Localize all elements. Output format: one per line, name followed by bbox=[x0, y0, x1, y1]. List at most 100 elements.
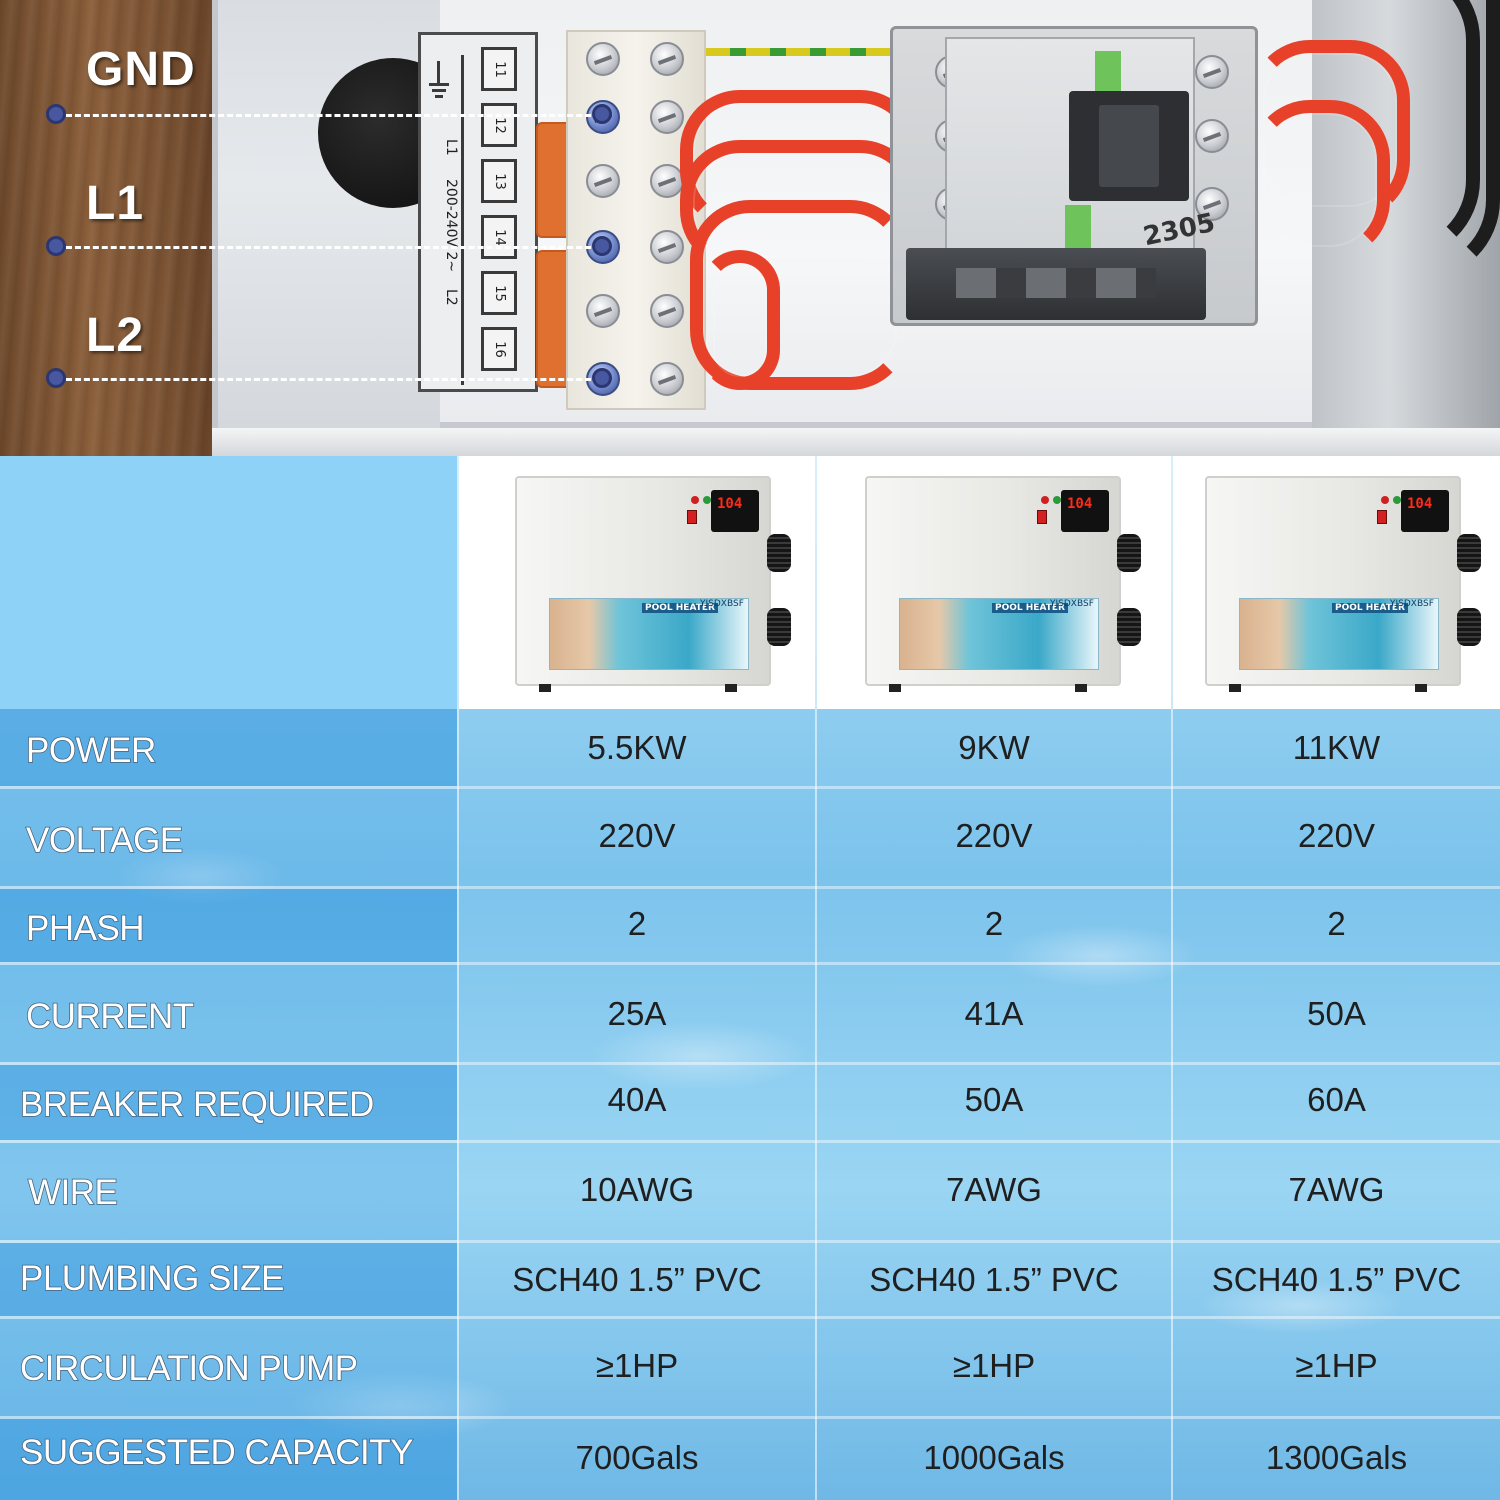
row-separator bbox=[0, 886, 1500, 889]
spec-row-voltage: VOLTAGE 220V 220V 220V bbox=[0, 789, 1500, 886]
spec-value: 50A bbox=[964, 1081, 1024, 1118]
spec-value: 1000Gals bbox=[923, 1439, 1065, 1476]
spec-value: 41A bbox=[964, 995, 1024, 1032]
terminal-screw bbox=[586, 164, 620, 198]
wiring-photo: 11 12 13 14 15 16 L1 200-240V 2~ L2 bbox=[0, 0, 1500, 456]
spec-value: 9KW bbox=[958, 729, 1030, 766]
gnd-label: GND bbox=[86, 43, 196, 96]
heater-label-title: POOL HEATER bbox=[1332, 603, 1408, 613]
spec-value: 10AWG bbox=[579, 1171, 695, 1208]
l2-pin-dot bbox=[46, 368, 66, 388]
heater-label-title: POOL HEATER bbox=[642, 603, 718, 613]
row-label-bg bbox=[0, 889, 457, 962]
spec-value: 7AWG bbox=[946, 1171, 1042, 1208]
spec-row-capacity: SUGGESTED CAPACITY 700Gals 1000Gals 1300… bbox=[0, 1419, 1500, 1500]
row-separator bbox=[0, 1140, 1500, 1143]
spec-label: CIRCULATION PUMP bbox=[19, 1348, 358, 1389]
spec-value: ≥1HP bbox=[952, 1347, 1036, 1384]
contactor-face: 2305 bbox=[945, 37, 1218, 267]
pool-heater-image: POOL HEATER YJSDXBSF bbox=[865, 476, 1155, 696]
enclosure-lip bbox=[212, 428, 1500, 456]
spec-value: ≥1HP bbox=[1295, 1347, 1378, 1384]
gnd-leader-line bbox=[66, 114, 600, 117]
pool-heater-image: POOL HEATER YJSDXBSF bbox=[1205, 476, 1495, 696]
spec-value: 7AWG bbox=[1288, 1171, 1385, 1208]
spec-label: PHASH bbox=[25, 908, 145, 949]
contactor-screw bbox=[1195, 187, 1229, 221]
spec-value: 220V bbox=[598, 817, 676, 854]
row-separator bbox=[0, 962, 1500, 965]
row-label-bg bbox=[0, 789, 457, 886]
spec-value: 700Gals bbox=[575, 1439, 699, 1476]
contactor-number: 2305 bbox=[1140, 207, 1218, 253]
spec-value: 1300Gals bbox=[1265, 1439, 1408, 1476]
spec-value: 2 bbox=[627, 905, 647, 942]
row-separator bbox=[0, 786, 1500, 789]
plate-box-label: 12 bbox=[491, 116, 507, 134]
terminal-screw bbox=[650, 100, 684, 134]
row-label-bg bbox=[0, 1319, 457, 1416]
plate-voltage-label: 200-240V 2~ bbox=[443, 179, 459, 273]
spec-row-current: CURRENT 25A 41A 50A bbox=[0, 965, 1500, 1062]
terminal-screw bbox=[650, 230, 684, 264]
pool-heater-image: POOL HEATER YJSDXBSF bbox=[515, 476, 805, 696]
spec-row-phash: PHASH 2 2 2 bbox=[0, 889, 1500, 962]
plate-l1-label: L1 bbox=[443, 139, 459, 156]
heater-label-brand: YJSDXBSF bbox=[700, 599, 744, 609]
plate-box-label: 13 bbox=[491, 172, 507, 190]
spec-value: 220V bbox=[1297, 817, 1376, 854]
heater-label-brand: YJSDXBSF bbox=[1050, 599, 1094, 609]
spec-row-wire: WIRE 10AWG 7AWG 7AWG bbox=[0, 1143, 1500, 1240]
gnd-pin-dot bbox=[46, 104, 66, 124]
spec-value: 5.5KW bbox=[587, 729, 687, 766]
terminal-screw bbox=[650, 294, 684, 328]
column-divider bbox=[457, 456, 459, 1500]
l1-label: L1 bbox=[86, 177, 145, 230]
spec-value: 11KW bbox=[1292, 729, 1381, 766]
spec-label: WIRE bbox=[27, 1172, 118, 1213]
row-label-bg bbox=[0, 1143, 457, 1240]
l1-leader-line bbox=[66, 246, 600, 249]
row-separator bbox=[0, 1240, 1500, 1243]
spec-row-plumbing: PLUMBING SIZE SCH40 1.5” PVC SCH40 1.5” … bbox=[0, 1243, 1500, 1316]
contactor: 2305 bbox=[890, 26, 1258, 326]
spec-value: 2 bbox=[1327, 905, 1346, 942]
terminal-screw bbox=[586, 294, 620, 328]
heater-label-brand: YJSDXBSF bbox=[1390, 599, 1434, 609]
ground-wire bbox=[706, 48, 916, 56]
plate-box-label: 14 bbox=[491, 228, 507, 246]
spec-row-power: POWER 5.5KW 9KW 11KW bbox=[0, 709, 1500, 786]
spec-row-breaker: BREAKER REQUIRED 40A 50A 60A bbox=[0, 1065, 1500, 1140]
plate-l2-label: L2 bbox=[443, 289, 459, 306]
terminal-screw bbox=[650, 42, 684, 76]
spec-label: VOLTAGE bbox=[25, 820, 184, 861]
spec-value: 40A bbox=[607, 1081, 667, 1118]
spec-value: 25A bbox=[607, 995, 667, 1032]
contactor-screw bbox=[1195, 119, 1229, 153]
l2-leader-line bbox=[66, 378, 600, 381]
spec-value: SCH40 1.5” PVC bbox=[1211, 1261, 1462, 1298]
spec-row-pump: CIRCULATION PUMP ≥1HP ≥1HP ≥1HP bbox=[0, 1319, 1500, 1416]
black-power-cable bbox=[1200, 0, 1500, 280]
row-label-bg bbox=[0, 1065, 457, 1140]
row-separator bbox=[0, 1316, 1500, 1319]
wiring-diagram-plate: 11 12 13 14 15 16 L1 200-240V 2~ L2 bbox=[418, 32, 538, 392]
contactor-sticker bbox=[1065, 205, 1091, 255]
row-label-bg bbox=[0, 965, 457, 1062]
plate-box-label: 15 bbox=[491, 284, 507, 302]
plate-box-label: 16 bbox=[491, 340, 507, 358]
gnd-terminal-dot bbox=[592, 104, 612, 124]
red-heater-wire bbox=[700, 250, 780, 390]
l2-terminal-dot bbox=[592, 368, 612, 388]
column-divider bbox=[1171, 456, 1173, 1500]
contactor-base bbox=[906, 248, 1206, 320]
red-load-wire bbox=[1250, 100, 1390, 260]
l2-label: L2 bbox=[86, 309, 145, 362]
spec-label: SUGGESTED CAPACITY bbox=[19, 1432, 414, 1473]
spec-label: CURRENT bbox=[25, 996, 195, 1037]
row-label-bg bbox=[0, 1243, 457, 1316]
terminal-screw bbox=[586, 42, 620, 76]
spec-value: SCH40 1.5” PVC bbox=[869, 1261, 1119, 1298]
row-separator bbox=[0, 1416, 1500, 1419]
row-separator bbox=[0, 1062, 1500, 1065]
